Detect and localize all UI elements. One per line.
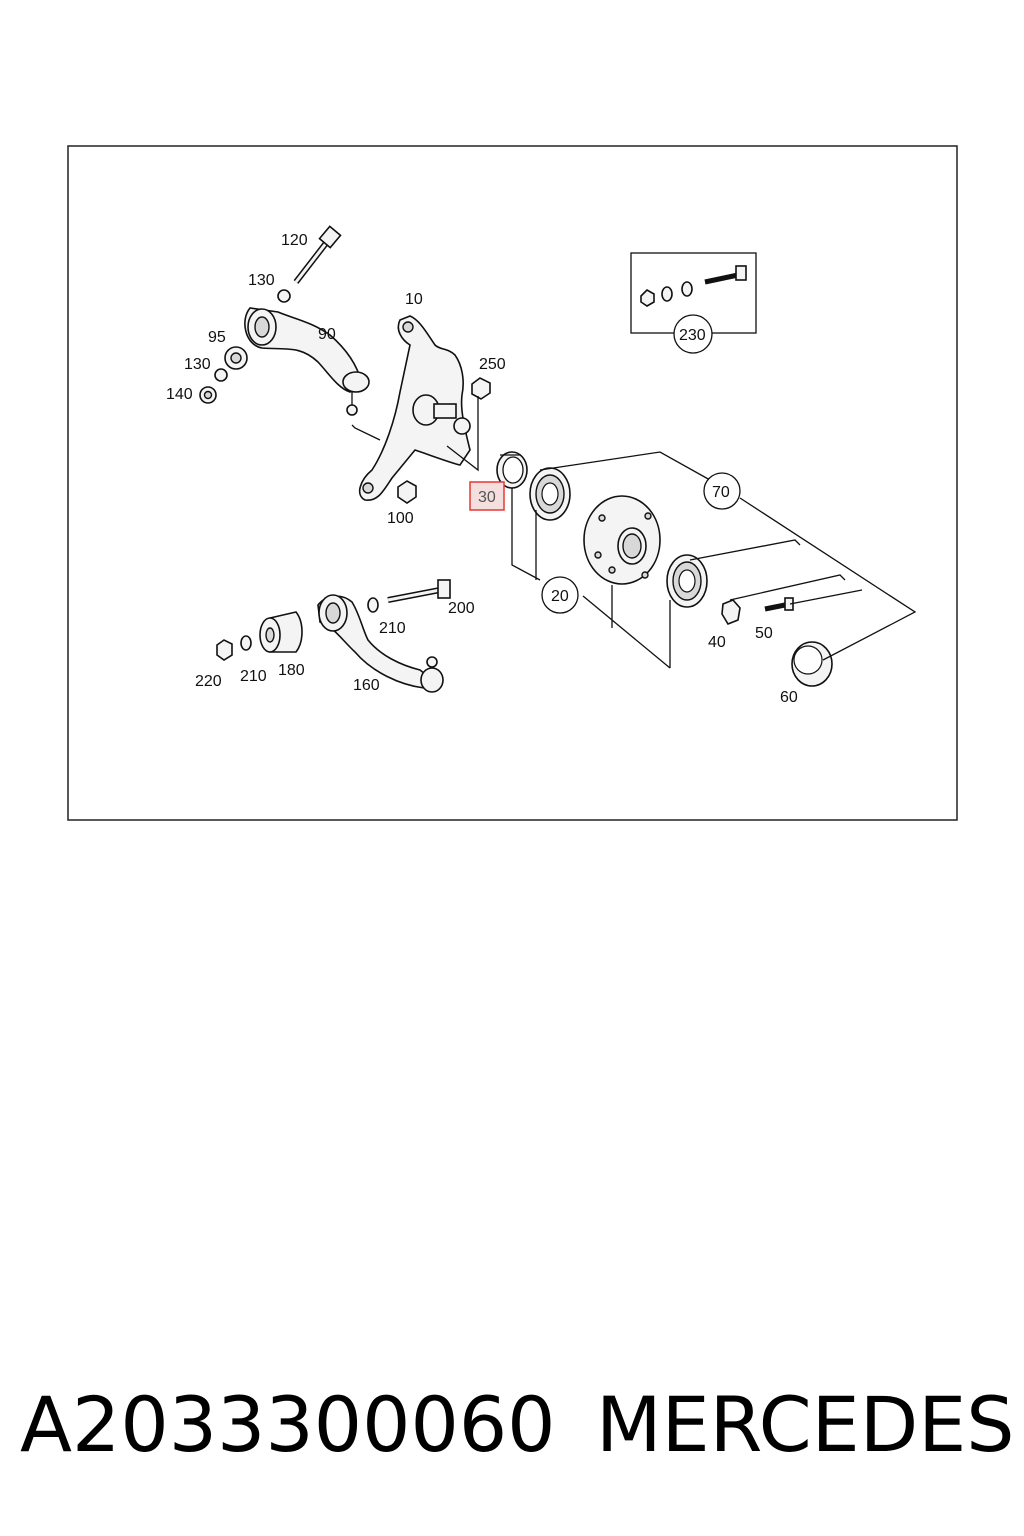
bushing-180-icon [259, 611, 303, 653]
clamp-40-icon [721, 599, 741, 625]
nut-220-icon [216, 639, 233, 661]
part-number: A2033300060 [20, 1380, 556, 1469]
callout-10[interactable]: 10 [405, 291, 423, 308]
callout-70[interactable]: 70 [712, 484, 730, 501]
upper-control-arm [244, 307, 370, 416]
lower-control-arm [317, 594, 444, 693]
wheel-hub-icon [583, 495, 661, 585]
wheel-bearing-outer-icon [666, 554, 708, 608]
callout-200[interactable]: 200 [448, 600, 475, 617]
wheel-bearing-inner-icon [529, 467, 571, 521]
callout-130[interactable]: 130 [248, 272, 275, 289]
callout-labels: 120 130 95 130 140 90 10 250 100 30 70 2… [166, 232, 798, 706]
steering-knuckle [358, 315, 471, 501]
callout-230[interactable]: 230 [679, 327, 706, 344]
bolt-120-icon [293, 225, 342, 284]
callout-40[interactable]: 40 [708, 634, 726, 651]
seal-ring-30-icon [496, 451, 528, 489]
callout-230-circle [673, 314, 713, 354]
nut-140-icon [199, 386, 217, 404]
callout-50[interactable]: 50 [755, 625, 773, 642]
callout-30[interactable]: 30 [478, 489, 496, 506]
callout-250[interactable]: 250 [479, 356, 506, 373]
callout-95[interactable]: 95 [208, 329, 226, 346]
bushing-95-icon [224, 346, 248, 370]
washer-210b-icon [240, 635, 252, 651]
callout-140[interactable]: 140 [166, 386, 193, 403]
brand-name: MERCEDES [596, 1380, 1015, 1469]
callout-180[interactable]: 180 [278, 662, 305, 679]
callout-220[interactable]: 220 [195, 673, 222, 690]
callout-60[interactable]: 60 [780, 689, 798, 706]
callout-70-circle [703, 472, 741, 510]
callout-20[interactable]: 20 [551, 588, 569, 605]
nut-100-icon [397, 480, 417, 504]
callout-130b[interactable]: 130 [184, 356, 211, 373]
hub-cap-60-icon [791, 641, 833, 687]
washer-130b-icon [214, 368, 228, 382]
bolt-200-icon [387, 579, 451, 603]
callout-20-circle [541, 576, 579, 614]
washer-210-icon [367, 597, 379, 613]
callout-90[interactable]: 90 [318, 326, 336, 343]
nut-250-icon [471, 377, 491, 400]
callout-30-highlight [469, 481, 505, 511]
callout-100[interactable]: 100 [387, 510, 414, 527]
caption-bar: A2033300060 MERCEDES [0, 1365, 1024, 1485]
callout-160[interactable]: 160 [353, 677, 380, 694]
callout-120[interactable]: 120 [281, 232, 308, 249]
callout-210b[interactable]: 210 [240, 668, 267, 685]
callout-210[interactable]: 210 [379, 620, 406, 637]
leader-lines [351, 396, 917, 669]
washer-130-icon [277, 289, 291, 303]
